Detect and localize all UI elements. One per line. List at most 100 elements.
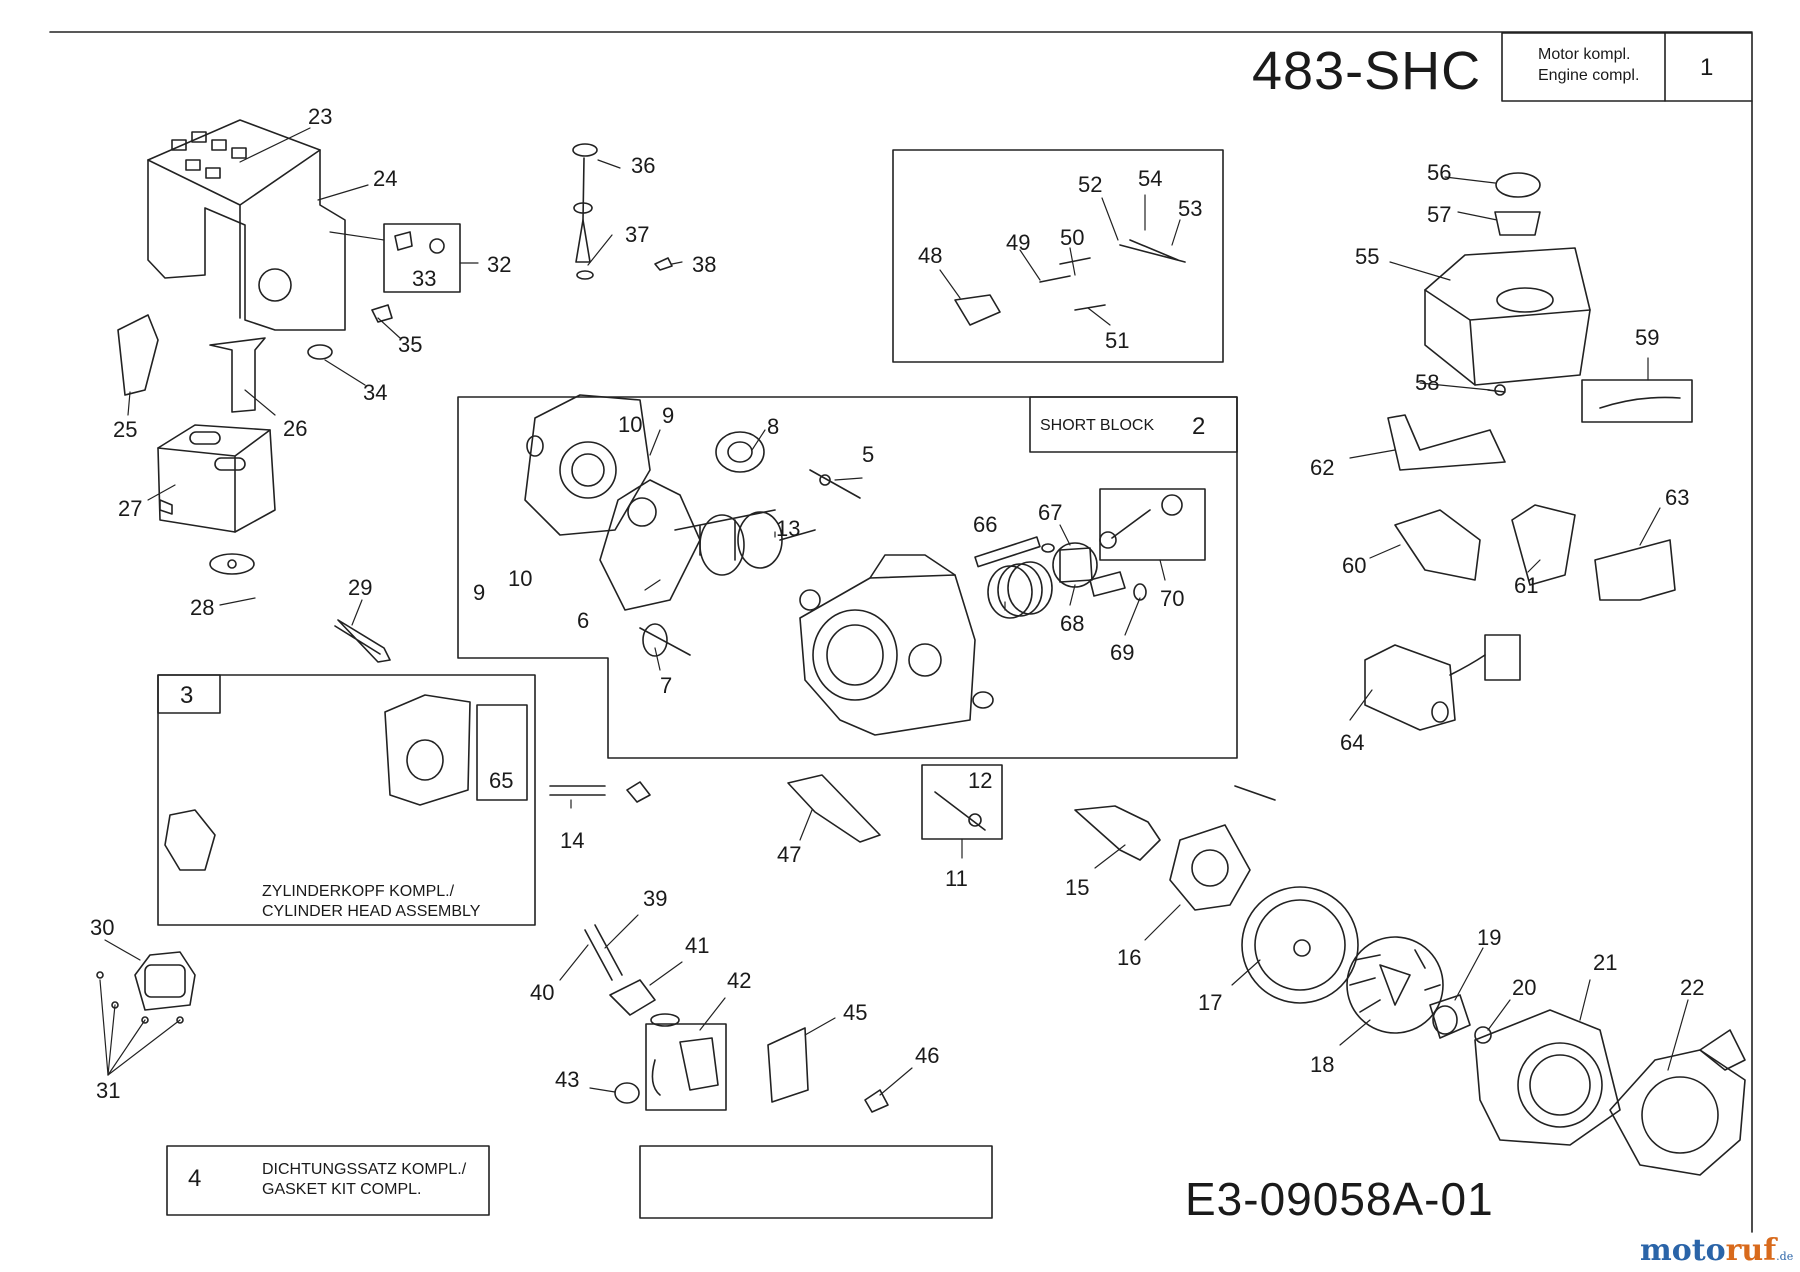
bracket-box-70: [1099, 488, 1206, 561]
callout-46: 46: [915, 1043, 940, 1068]
cylinder-head-label: ZYLINDERKOPF KOMPL./ CYLINDER HEAD ASSEM…: [262, 882, 480, 922]
short-block-box: [457, 396, 1238, 759]
callout-37: 37: [625, 222, 650, 247]
part-22-starter: [1609, 1049, 1746, 1176]
callout-23: 23: [308, 104, 333, 129]
callout-17: 17: [1198, 990, 1223, 1015]
callout-10a: 10: [618, 412, 643, 437]
part-55-fuel-tank: [1424, 247, 1591, 386]
callout-53: 53: [1178, 196, 1203, 221]
cylinder-head-label-en: CYLINDER HEAD ASSEMBLY: [262, 903, 481, 920]
callout-20: 20: [1512, 975, 1537, 1000]
drawing-number: E3-09058A-01: [1185, 1173, 1494, 1225]
part-engine-block: [799, 574, 976, 736]
watermark-part-2: ruf: [1725, 1233, 1777, 1268]
callout-19: 19: [1477, 925, 1502, 950]
callout-69: 69: [1110, 640, 1135, 665]
part-30-valve-cover: [134, 951, 196, 1011]
callout-39: 39: [643, 886, 668, 911]
bracket-box-66: [974, 536, 1041, 568]
frame-lines: [49, 31, 1753, 1233]
callout-10b: 10: [508, 566, 533, 591]
gasket-kit-number: 4: [188, 1165, 202, 1192]
callout-42: 42: [727, 968, 752, 993]
callout-55: 55: [1355, 244, 1380, 269]
header-number: 1: [1700, 54, 1714, 81]
callout-59: 59: [1635, 325, 1660, 350]
callout-65: 65: [489, 768, 514, 793]
gasket-kit-label: DICHTUNGSSATZ KOMPL./ GASKET KIT COMPL.: [262, 1160, 466, 1200]
callout-13: 13: [776, 516, 801, 541]
gasket-kit-label-de: DICHTUNGSSATZ KOMPL./: [262, 1161, 467, 1178]
callout-62: 62: [1310, 455, 1335, 480]
callout-27: 27: [118, 496, 143, 521]
gasket-kit-label-en: GASKET KIT COMPL.: [262, 1181, 422, 1198]
part-17-flywheel: [1241, 886, 1359, 1004]
assembly-boxes: [157, 149, 1693, 1219]
part-16-stator: [1169, 824, 1251, 911]
callout-51: 51: [1105, 328, 1130, 353]
cylinder-head-label-de: ZYLINDERKOPF KOMPL./: [262, 883, 455, 900]
cylinder-head-box: [157, 674, 536, 926]
callout-35: 35: [398, 332, 423, 357]
short-block-number: 2: [1192, 413, 1206, 440]
callout-66: 66: [973, 512, 998, 537]
callout-18: 18: [1310, 1052, 1335, 1077]
callout-21: 21: [1593, 950, 1618, 975]
short-block-label: SHORT BLOCK: [1040, 417, 1155, 434]
callout-15: 15: [1065, 875, 1090, 900]
callout-29: 29: [348, 575, 373, 600]
part-23-blower-housing: [147, 119, 346, 331]
valve-box: [476, 704, 528, 801]
callout-28: 28: [190, 595, 215, 620]
bracket-box-59: [1581, 379, 1693, 423]
callout-5: 5: [862, 442, 875, 467]
callout-25: 25: [113, 417, 138, 442]
cylinder-head-number: 3: [180, 682, 194, 709]
callout-7: 7: [660, 673, 673, 698]
callout-45: 45: [843, 1000, 868, 1025]
callout-49: 49: [1006, 230, 1031, 255]
callout-56: 56: [1427, 160, 1452, 185]
callout-60: 60: [1342, 553, 1367, 578]
callout-24: 24: [373, 166, 398, 191]
watermark-logo: motoruf.de: [1640, 1233, 1793, 1268]
header-boxes: [1501, 32, 1753, 102]
part-64-starter-motor: [1364, 644, 1456, 731]
callout-16: 16: [1117, 945, 1142, 970]
callout-9a: 9: [662, 403, 675, 428]
callout-58: 58: [1415, 370, 1440, 395]
callout-50: 50: [1060, 225, 1085, 250]
callout-9b: 9: [473, 580, 486, 605]
short-block-title-box: [1029, 396, 1238, 453]
part-18-fan: [1346, 936, 1444, 1034]
governor-box: [892, 149, 1224, 363]
leader-lines: [99, 127, 1689, 1096]
callout-68: 68: [1060, 611, 1085, 636]
callout-31: 31: [96, 1078, 121, 1103]
callout-57: 57: [1427, 202, 1452, 227]
blank-box: [639, 1145, 993, 1219]
callout-41: 41: [685, 933, 710, 958]
watermark-part-3: .de: [1776, 1250, 1794, 1263]
cylinder-head-number-box: [157, 674, 221, 714]
header-description: Motor kompl. Engine compl.: [1538, 44, 1639, 86]
gasket-kit-box: [166, 1145, 490, 1216]
callout-64: 64: [1340, 730, 1365, 755]
callout-6: 6: [577, 608, 590, 633]
bracket-box-42: [645, 1023, 727, 1111]
callout-34: 34: [363, 380, 388, 405]
callout-8: 8: [767, 414, 780, 439]
callout-26: 26: [283, 416, 308, 441]
callout-47: 47: [777, 842, 802, 867]
bracket-box-32: [383, 223, 461, 293]
callout-14: 14: [560, 828, 585, 853]
part-sketches: [96, 119, 1746, 1176]
callout-11: 11: [945, 866, 968, 891]
part-short-block-cover: [524, 394, 651, 536]
callout-38: 38: [692, 252, 717, 277]
callout-30: 30: [90, 915, 115, 940]
callout-48: 48: [918, 243, 943, 268]
